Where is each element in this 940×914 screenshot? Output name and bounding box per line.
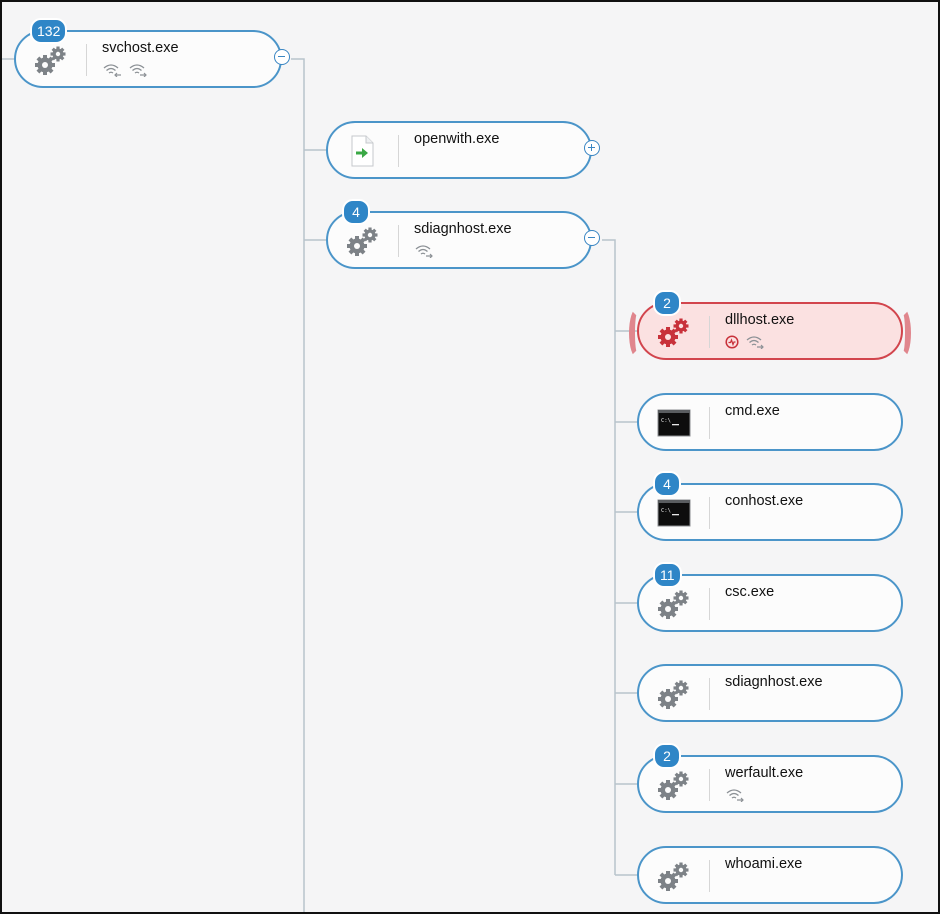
process-name: cmd.exe bbox=[725, 403, 780, 419]
process-name: sdiagnhost.exe bbox=[725, 674, 823, 690]
network-out-icon bbox=[415, 245, 433, 258]
console-icon: C:\ bbox=[657, 497, 691, 529]
node-separator bbox=[709, 678, 710, 710]
gears-icon bbox=[346, 225, 380, 257]
process-node-csc[interactable]: 11 csc.exe bbox=[637, 562, 903, 632]
gears-icon bbox=[657, 588, 691, 620]
process-name: werfault.exe bbox=[725, 765, 804, 781]
indicator-row bbox=[725, 334, 765, 350]
gears-red-icon bbox=[657, 316, 691, 348]
process-node-whoami[interactable]: whoami.exe bbox=[637, 846, 903, 904]
node-separator bbox=[398, 135, 399, 167]
expand-toggle-icon[interactable] bbox=[584, 140, 600, 156]
gears-icon bbox=[657, 769, 691, 801]
gears-icon bbox=[34, 44, 68, 76]
process-name: conhost.exe bbox=[725, 493, 804, 509]
threat-icon bbox=[725, 335, 739, 349]
child-count-badge: 4 bbox=[653, 471, 681, 497]
collapse-toggle-icon[interactable] bbox=[584, 230, 600, 246]
network-out-icon bbox=[746, 336, 764, 349]
node-separator bbox=[709, 860, 710, 892]
child-count-badge: 2 bbox=[653, 743, 681, 769]
child-count-badge: 132 bbox=[30, 18, 68, 44]
node-separator bbox=[709, 588, 710, 620]
file-arrow-icon bbox=[346, 135, 380, 167]
alert-halo-left bbox=[629, 308, 645, 358]
node-separator bbox=[709, 316, 710, 348]
node-separator bbox=[86, 44, 87, 76]
child-count-badge: 11 bbox=[653, 562, 682, 588]
child-count-badge: 2 bbox=[653, 290, 681, 316]
process-node-sdiagnhost[interactable]: 4 sdiagnhost.exe bbox=[326, 199, 600, 269]
network-in-icon bbox=[103, 64, 121, 77]
process-name: whoami.exe bbox=[725, 856, 803, 872]
child-count-badge: 4 bbox=[342, 199, 370, 225]
console-icon: C:\ bbox=[657, 407, 691, 439]
alert-halo-right bbox=[895, 308, 911, 358]
process-name: svchost.exe bbox=[102, 40, 179, 56]
network-out-icon bbox=[129, 64, 147, 77]
svg-text:C:\: C:\ bbox=[661, 508, 671, 514]
gears-icon bbox=[657, 860, 691, 892]
process-name: sdiagnhost.exe bbox=[414, 221, 512, 237]
process-node-sdiagnhost-child[interactable]: sdiagnhost.exe bbox=[637, 664, 903, 722]
node-separator bbox=[709, 407, 710, 439]
collapse-toggle-icon[interactable] bbox=[274, 49, 290, 65]
sdiagnhost-trunk-line bbox=[602, 239, 616, 875]
process-name: openwith.exe bbox=[414, 131, 500, 147]
process-name: csc.exe bbox=[725, 584, 775, 600]
process-node-openwith[interactable]: openwith.exe bbox=[326, 121, 600, 179]
process-node-cmd[interactable]: C:\ cmd.exe bbox=[637, 393, 903, 451]
gears-icon bbox=[657, 678, 691, 710]
process-node-dllhost[interactable]: 2 dllhost.exe bbox=[629, 290, 911, 360]
process-node-conhost[interactable]: 4 C:\ conhost.exe bbox=[637, 471, 903, 541]
process-node-werfault[interactable]: 2 werfault.exe bbox=[637, 743, 903, 813]
indicator-row bbox=[414, 243, 434, 259]
network-out-icon bbox=[726, 789, 744, 802]
svchost-trunk-line bbox=[291, 58, 305, 912]
process-node-svchost[interactable]: 132 svchost.exe bbox=[14, 18, 290, 88]
indicator-row bbox=[725, 787, 745, 803]
node-separator bbox=[709, 769, 710, 801]
node-separator bbox=[398, 225, 399, 257]
indicator-row bbox=[102, 62, 148, 78]
node-separator bbox=[709, 497, 710, 529]
process-name: dllhost.exe bbox=[725, 312, 795, 328]
svg-text:C:\: C:\ bbox=[661, 418, 671, 424]
